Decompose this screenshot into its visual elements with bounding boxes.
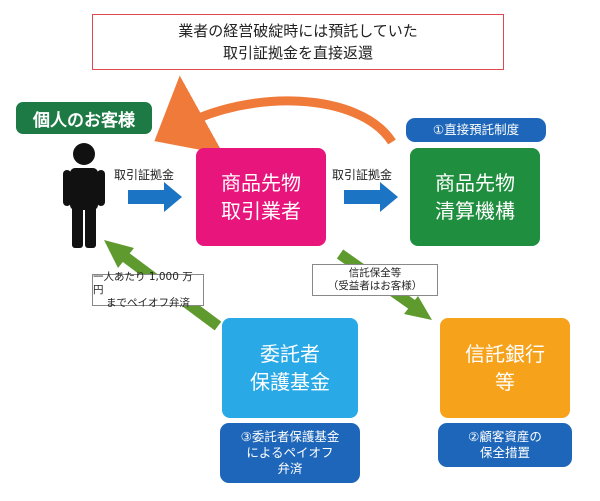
broker-box: 商品先物 取引業者 [196,148,326,246]
deposit-arrow-to-clearing [344,182,398,212]
broker-to-clearing-label: 取引証拠金 [332,168,393,182]
trust-note-line-1: 信託保全等 [348,267,402,279]
measure-2-pill: ②顧客資産の 保全措置 [438,423,572,467]
trust-note-line-2: （受益者はお客様） [327,280,423,292]
measure-1-pill: ①直接預託制度 [406,118,546,142]
title-box: 業者の経営破綻時には預託していた 取引証拠金を直接返還 [92,14,504,70]
clearing-line-1: 商品先物 [435,171,515,195]
bank-box: 信託銀行 等 [440,318,570,418]
deposit-arrow-to-broker [128,182,182,212]
bank-line-1: 信託銀行 [465,342,545,366]
measure-3-line-3: 弁済 [277,461,303,476]
clearing-line-2: 清算機構 [435,199,515,223]
fund-line-1: 委託者 [260,342,320,366]
payoff-note-line-2: までペイオフ弁済 [106,296,190,309]
title-line-1: 業者の経営破綻時には預託していた [178,22,418,40]
fund-line-2: 保護基金 [250,370,330,394]
measure-3-pill: ③委託者保護基金 によるペイオフ 弁済 [220,423,360,483]
fund-box: 委託者 保護基金 [222,318,358,418]
return-arrow [154,75,396,155]
customer-label: 個人のお客様 [16,102,152,134]
person-icon [63,143,105,248]
customer-to-broker-label: 取引証拠金 [114,168,175,182]
measure-3-line-1: ③委託者保護基金 [240,429,340,444]
measure-3-line-2: によるペイオフ [246,445,334,460]
measure-2-line-2: 保全措置 [479,445,530,460]
payoff-note: 一人あたり 1,000 万円 までペイオフ弁済 [92,270,204,309]
broker-line-2: 取引業者 [221,199,301,223]
trust-note: 信託保全等 （受益者はお客様） [312,264,438,296]
bank-line-2: 等 [495,370,515,394]
broker-line-1: 商品先物 [221,171,301,195]
payoff-note-line-1: 一人あたり 1,000 万円 [93,270,193,296]
title-line-2: 取引証拠金を直接返還 [222,44,373,62]
measure-2-line-1: ②顧客資産の [468,429,542,444]
clearing-box: 商品先物 清算機構 [410,148,540,246]
